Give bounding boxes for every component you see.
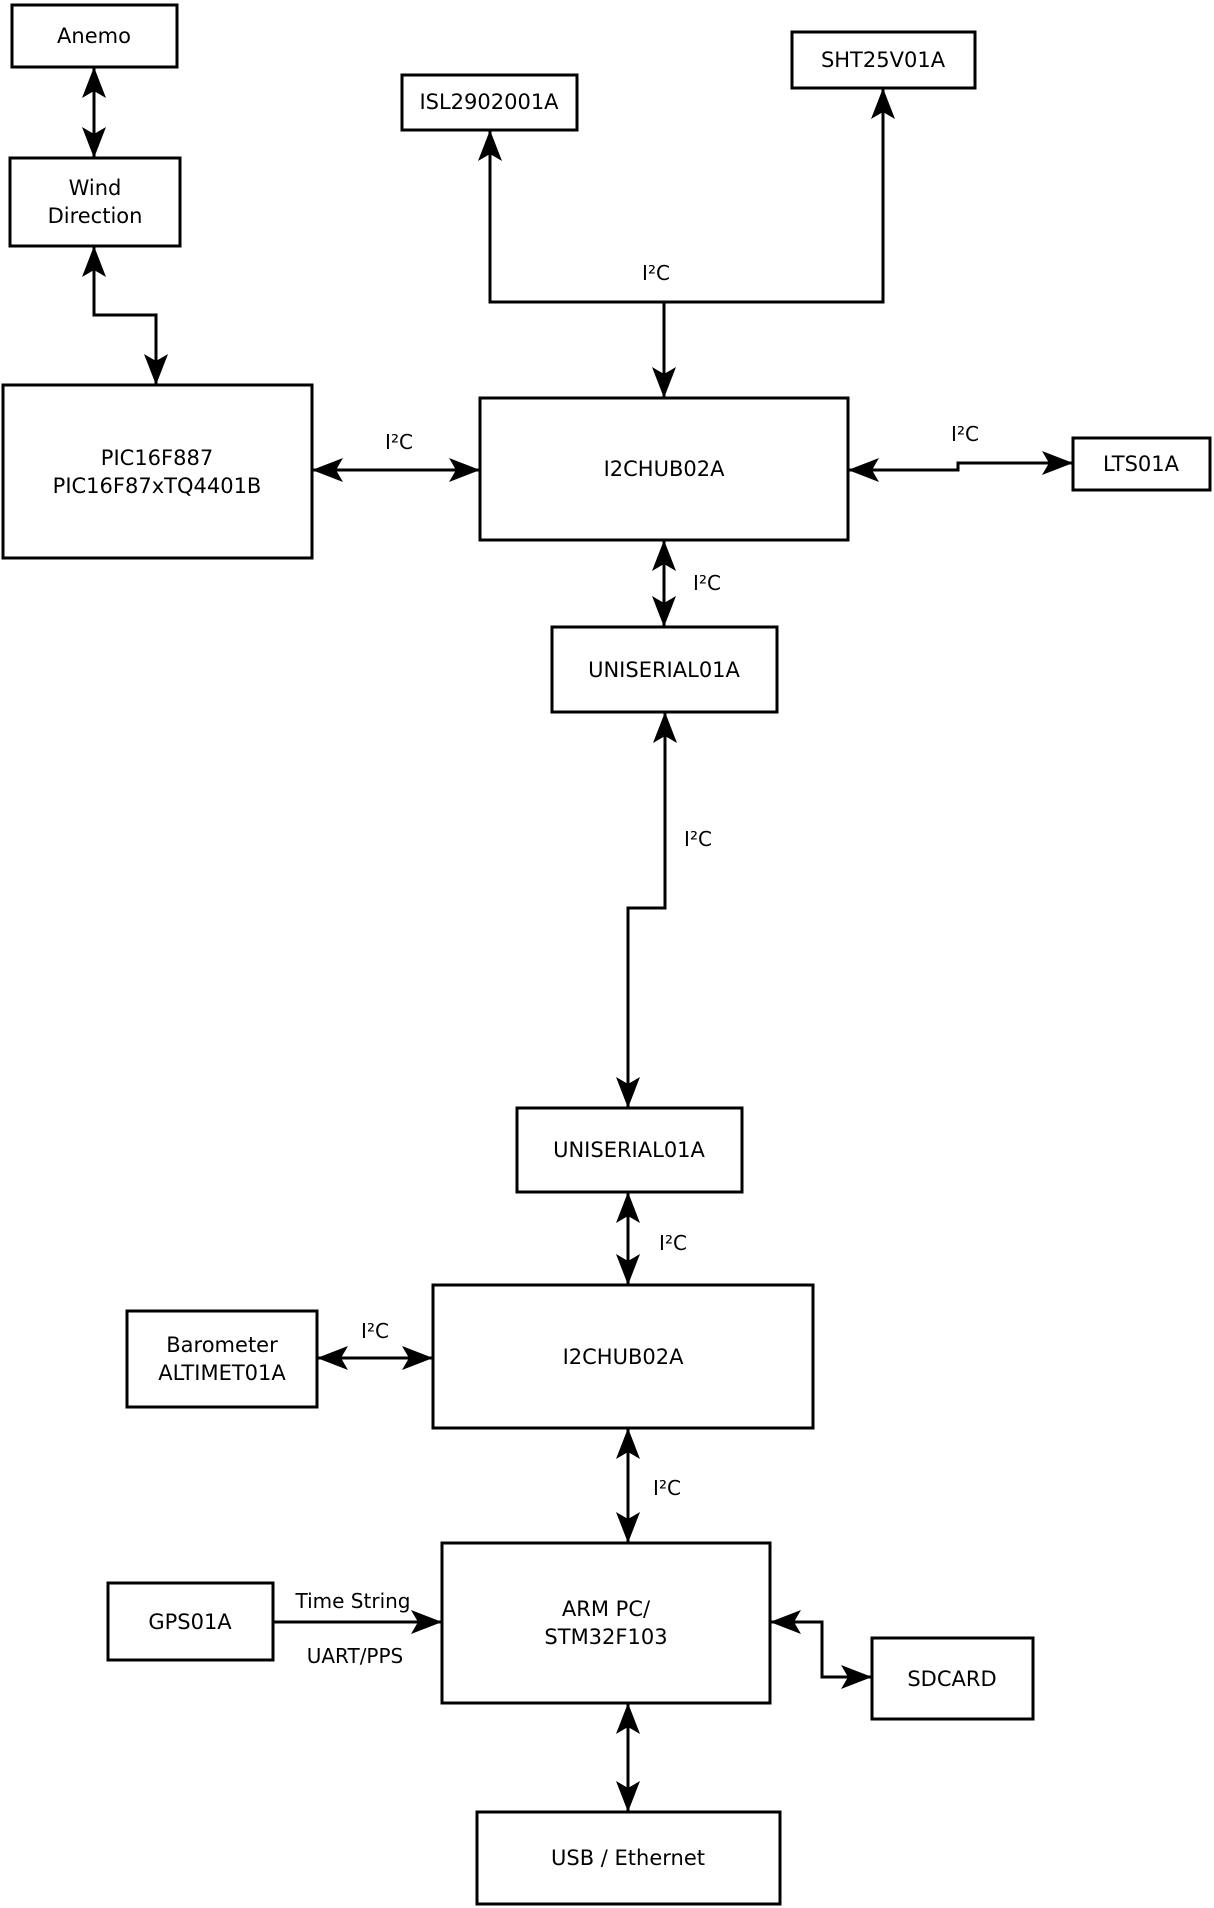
arm-pc-label-line1: ARM PC/ (562, 1597, 651, 1621)
sdcard-box (870, 1636, 1035, 1721)
node-uniserial-bottom: UNISERIAL01A (515, 1106, 744, 1194)
label-gps-uart-pps: UART/PPS (307, 1644, 404, 1668)
label-i2c-hub2-arm: I²C (653, 1476, 681, 1500)
edge-sensor-bus-isl-sht (478, 88, 895, 304)
anemo-box (10, 3, 179, 69)
sdcard-label: SDCARD (907, 1667, 996, 1691)
label-i2c-uniserial-hub2: I²C (659, 1231, 687, 1255)
gps01a-label: GPS01A (148, 1610, 232, 1634)
barometer-box (125, 1309, 319, 1409)
label-i2c-hub-uniserial: I²C (693, 571, 721, 595)
wind-direction-box (8, 156, 182, 248)
uniserial-top-label: UNISERIAL01A (588, 658, 740, 682)
barometer-label-line1: Barometer (166, 1333, 278, 1357)
usb-ethernet-box (475, 1810, 782, 1906)
edge-i2chub-top-lts01a (848, 451, 1073, 482)
i2chub-bottom-label: I2CHUB02A (563, 1345, 685, 1369)
node-sdcard: SDCARD (870, 1636, 1035, 1721)
anemo-label: Anemo (57, 24, 131, 48)
i2chub-top-box (478, 396, 850, 542)
barometer-label-line2: ALTIMET01A (158, 1361, 286, 1385)
node-lts01a: LTS01A (1071, 436, 1212, 492)
uniserial-bottom-box (515, 1106, 744, 1194)
usb-ethernet-label: USB / Ethernet (551, 1846, 705, 1870)
i2chub-bottom-box (431, 1283, 815, 1430)
pic16f887-box (1, 383, 314, 560)
node-gps01a: GPS01A (106, 1581, 275, 1662)
sht25v01a-box (790, 30, 977, 90)
isl2902001a-box (400, 73, 579, 132)
gps01a-box (106, 1581, 275, 1662)
lts01a-label: LTS01A (1103, 452, 1180, 476)
pic16f887-label-line2: PIC16F87xTQ4401B (53, 474, 262, 498)
edge-uniserial-top-uniserial-bottom (616, 712, 677, 1108)
node-anemo: Anemo (10, 3, 179, 69)
i2chub-top-label: I2CHUB02A (604, 457, 726, 481)
edge-arm-pc-sdcard (770, 1610, 872, 1689)
node-i2chub-bottom: I2CHUB02A (431, 1283, 815, 1430)
arm-pc-box (440, 1541, 772, 1705)
wind-direction-label-line1: Wind (69, 176, 122, 200)
label-i2c-uniserial-link: I²C (684, 827, 712, 851)
isl2902001a-label: ISL2902001A (419, 90, 559, 114)
label-i2c-sensor-bus: I²C (642, 261, 670, 285)
node-uniserial-top: UNISERIAL01A (550, 625, 779, 714)
node-sht25v01a: SHT25V01A (790, 30, 977, 90)
sht25v01a-label: SHT25V01A (821, 48, 946, 72)
node-arm-pc: ARM PC/ STM32F103 (440, 1541, 772, 1705)
edge-wind-direction-pic (82, 246, 168, 385)
node-wind-direction: Wind Direction (8, 156, 182, 248)
uniserial-bottom-label: UNISERIAL01A (553, 1138, 705, 1162)
label-gps-time-string: Time String (295, 1589, 411, 1613)
node-usb-ethernet: USB / Ethernet (475, 1810, 782, 1906)
label-i2c-pic-hub: I²C (385, 430, 413, 454)
label-i2c-hub-lts: I²C (951, 422, 979, 446)
arm-pc-label-line2: STM32F103 (544, 1625, 667, 1649)
label-i2c-barometer-hub2: I²C (361, 1319, 389, 1343)
lts01a-box (1071, 436, 1212, 492)
node-pic16f887: PIC16F887 PIC16F87xTQ4401B (1, 383, 314, 560)
wind-direction-label-line2: Direction (48, 204, 143, 228)
node-isl2902001a: ISL2902001A (400, 73, 579, 132)
pic16f887-label-line1: PIC16F887 (101, 446, 213, 470)
node-barometer: Barometer ALTIMET01A (125, 1309, 319, 1409)
node-i2chub-top: I2CHUB02A (478, 396, 850, 542)
uniserial-top-box (550, 625, 779, 714)
